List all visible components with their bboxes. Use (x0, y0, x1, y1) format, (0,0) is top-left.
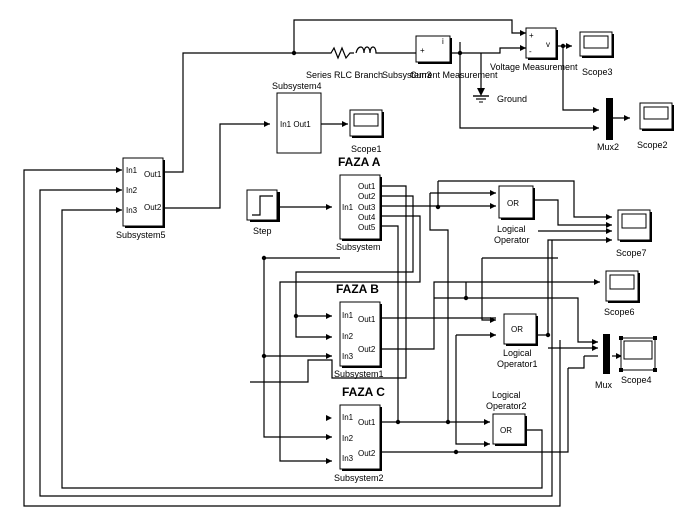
svg-text:v: v (546, 40, 550, 49)
svg-text:Out1: Out1 (144, 170, 162, 179)
current-measurement-block[interactable]: + i Subsystem3 Current Measurement (382, 35, 498, 80)
svg-text:In1: In1 (126, 166, 138, 175)
subsystem2-block[interactable]: In1 Out1 In2 Out2 In3 Subsystem2 (334, 404, 384, 483)
ground-block[interactable]: Ground (473, 94, 527, 104)
scope1-label: Scope1 (351, 144, 382, 154)
svg-text:Out1: Out1 (358, 315, 376, 324)
svg-text:+: + (420, 46, 425, 55)
svg-text:In1: In1 (342, 311, 354, 320)
subsystem-faza-a-block[interactable]: Out1 Out2 In1 Out3 Out4 Out5 Subsystem (336, 174, 382, 252)
faza-c-heading: FAZA C (342, 385, 385, 399)
logical-operator2-block[interactable]: OR (492, 413, 527, 446)
faza-a-heading: FAZA A (338, 155, 381, 169)
mux2-block[interactable]: Mux2 (597, 98, 619, 152)
scope3-label: Scope3 (582, 67, 613, 77)
svg-text:In3: In3 (342, 454, 354, 463)
svg-text:In1: In1 (342, 203, 354, 212)
svg-text:i: i (442, 37, 444, 46)
junction-dots (261, 43, 566, 455)
subsystem2-label: Subsystem2 (334, 473, 384, 483)
step-block[interactable]: Step (246, 189, 280, 236)
svg-text:Out4: Out4 (358, 213, 376, 222)
svg-text:Out3: Out3 (358, 203, 376, 212)
svg-text:In3: In3 (342, 352, 354, 361)
subsystem4-block[interactable]: In1 Out1 Subsystem4 (272, 81, 322, 154)
step-label: Step (253, 226, 272, 236)
scope7-block[interactable]: Scope7 (616, 209, 652, 258)
scope2-block[interactable]: Scope2 (637, 102, 674, 150)
scope2-label: Scope2 (637, 140, 668, 150)
subsystem5-block[interactable]: In1 In2 In3 Out1 Out2 Subsystem5 (116, 157, 166, 240)
svg-text:In3: In3 (126, 206, 138, 215)
svg-text:Out2: Out2 (358, 192, 376, 201)
series-rlc-label: Series RLC Branch (306, 70, 383, 80)
subsystem5-label: Subsystem5 (116, 230, 166, 240)
scope4-label: Scope4 (621, 375, 652, 385)
ground-label: Ground (497, 94, 527, 104)
scope7-label: Scope7 (616, 248, 647, 258)
voltage-measurement-block[interactable]: + - v Voltage Measurement (490, 27, 578, 72)
arrowheads (116, 30, 630, 464)
svg-text:In2: In2 (126, 186, 138, 195)
svg-text:Out2: Out2 (144, 203, 162, 212)
subsystem3-label: Subsystem3 (382, 70, 432, 80)
subsystem1-block[interactable]: In1 Out1 In2 Out2 In3 Subsystem1 (334, 301, 384, 379)
svg-text:Out5: Out5 (358, 223, 376, 232)
svg-text:OR: OR (500, 426, 512, 435)
svg-text:In2: In2 (342, 434, 354, 443)
faza-b-heading: FAZA B (336, 282, 379, 296)
subsystem-label: Subsystem (336, 242, 381, 252)
svg-text:Out2: Out2 (358, 449, 376, 458)
mux2-label: Mux2 (597, 142, 619, 152)
svg-text:+: + (529, 31, 534, 40)
series-rlc-branch-block[interactable]: Series RLC Branch (306, 46, 383, 80)
svg-text:Out1: Out1 (358, 182, 376, 191)
scope4-block[interactable]: Scope4 (619, 336, 657, 385)
svg-text:-: - (529, 47, 532, 56)
svg-text:In1 Out1: In1 Out1 (280, 120, 311, 129)
svg-text:Out1: Out1 (358, 418, 376, 427)
current-measurement-label: Current Measurement (410, 70, 498, 80)
subsystem1-label: Subsystem1 (334, 369, 384, 379)
svg-text:OR: OR (507, 199, 519, 208)
scope1-block[interactable]: Scope1 (349, 109, 384, 154)
svg-text:In1: In1 (342, 413, 354, 422)
svg-text:OR: OR (511, 325, 523, 334)
scope3-block[interactable]: Scope3 (579, 31, 614, 77)
svg-text:Out2: Out2 (358, 345, 376, 354)
mux-label: Mux (595, 380, 613, 390)
scope6-block[interactable]: Scope6 (604, 270, 640, 317)
voltage-measurement-label: Voltage Measurement (490, 62, 578, 72)
mux-block[interactable]: Mux (595, 334, 613, 390)
scope6-label: Scope6 (604, 307, 635, 317)
signal-lines (23, 19, 630, 507)
subsystem4-label: Subsystem4 (272, 81, 322, 91)
svg-text:In2: In2 (342, 332, 354, 341)
